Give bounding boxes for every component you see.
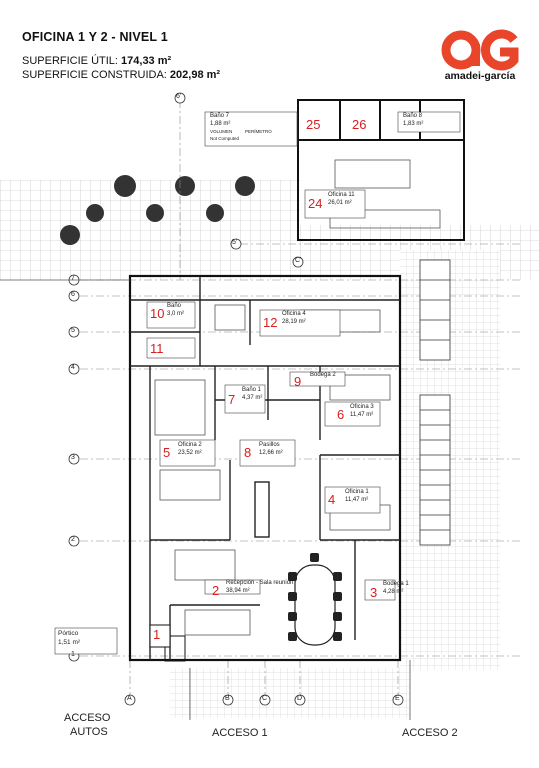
grid-row-label: 6 xyxy=(71,291,75,298)
room-name: Oficina 11 xyxy=(328,192,355,198)
room-area: 1,83 m² xyxy=(403,121,424,127)
room-name: Recepción - Sala reunión xyxy=(226,580,294,586)
garden-tiles xyxy=(0,180,300,230)
room-number: 3 xyxy=(370,585,378,600)
grid-col-label: 6' xyxy=(176,93,182,100)
main-building-walls xyxy=(128,274,402,662)
room-number: 26 xyxy=(352,117,367,132)
room-area: 38,94 m² xyxy=(226,588,250,594)
room-number: 25 xyxy=(306,117,321,132)
room-area: 26,01 m² xyxy=(328,200,352,206)
grid-col-label: B xyxy=(225,695,230,702)
grid-row-label: 5' xyxy=(232,239,238,246)
room-name: Oficina 2 xyxy=(178,442,202,448)
room-name: Bodega 1 xyxy=(383,581,409,587)
acceso-autos-label-2: AUTOS xyxy=(70,726,108,738)
room-name: Oficina 4 xyxy=(282,311,306,317)
room-number: 10 xyxy=(150,306,165,321)
grid-col-label: D xyxy=(297,695,303,702)
grid-col-label: C' xyxy=(295,257,302,264)
room-area: 23,52 m² xyxy=(178,450,202,456)
acceso-2-label: ACCESO 2 xyxy=(402,727,458,739)
garden-trees xyxy=(60,175,255,245)
superficie-util-value: 174,33 m² xyxy=(121,55,172,67)
room-area: 1,51 m² xyxy=(58,639,81,646)
room-area: 4,28 m² xyxy=(383,589,404,595)
room-name: Pasillos xyxy=(259,442,280,448)
room-number: 9 xyxy=(294,374,302,389)
acceso-1-label: ACCESO 1 xyxy=(212,727,268,739)
room-name: Bodega 2 xyxy=(310,372,336,378)
room-name: Baño 7 xyxy=(210,113,230,119)
grid-row-label: 3 xyxy=(71,454,75,461)
room-number: 24 xyxy=(308,196,323,211)
grid-row-label: 7 xyxy=(71,275,75,282)
grid-col-label: C xyxy=(262,695,268,702)
room-tags xyxy=(54,111,461,655)
grid-row-label: 1 xyxy=(71,651,75,658)
grid-row-label: 2 xyxy=(71,536,75,543)
room-number: 11 xyxy=(150,341,164,356)
tag-perimetro: PERÍMETRO xyxy=(245,129,272,134)
room-area: 1,88 m² xyxy=(210,121,231,127)
room-area: 11,47 m² xyxy=(345,497,369,503)
superficie-util-label: SUPERFICIE ÚTIL: xyxy=(22,55,118,67)
room-name: Baño xyxy=(167,303,182,309)
room-number: 7 xyxy=(228,392,236,407)
room-area: 4,37 m² xyxy=(242,395,263,401)
acceso-autos-label-1: ACCESO xyxy=(64,712,111,724)
brand-logo xyxy=(441,29,519,71)
room-number: 1 xyxy=(153,627,161,642)
superficie-construida-value: 202,98 m² xyxy=(169,69,221,81)
room-number: 2 xyxy=(212,583,220,598)
grid-row-label: 4 xyxy=(71,364,75,371)
tag-not-computed: Not Computed xyxy=(210,136,240,141)
room-area: 12,66 m² xyxy=(259,450,283,456)
room-area: 11,47 m² xyxy=(350,412,374,418)
grid-bubbles xyxy=(68,92,404,706)
boundary-lines xyxy=(0,279,411,720)
tag-volumen: VOLUMEN xyxy=(210,129,233,134)
room-name: Baño 8 xyxy=(403,113,423,119)
stair xyxy=(419,259,451,546)
page-title: OFICINA 1 Y 2 - NIVEL 1 xyxy=(22,30,168,44)
entry-tiles xyxy=(170,668,410,718)
superficie-construida: SUPERFICIE CONSTRUIDA: 202,98 m² xyxy=(22,69,220,81)
superficie-construida-label: SUPERFICIE CONSTRUIDA: xyxy=(22,69,167,81)
room-area: 3,0 m² xyxy=(167,311,185,317)
grid-col-label: A xyxy=(127,695,132,702)
room-number: 8 xyxy=(244,445,252,460)
conference-table xyxy=(288,553,342,646)
room-number: 4 xyxy=(328,492,336,507)
room-name: Baño 1 xyxy=(242,387,262,393)
superficie-util: SUPERFICIE ÚTIL: 174,33 m² xyxy=(22,55,171,67)
grid-col-label: E xyxy=(395,695,400,702)
brand-name: amadei-garcía xyxy=(444,70,516,82)
grid-row-label: 5 xyxy=(71,327,75,334)
room-name: Oficina 3 xyxy=(350,404,374,410)
room-name: Pórtico xyxy=(58,630,79,637)
room-number: 5 xyxy=(163,445,171,460)
room-number: 6 xyxy=(337,407,345,422)
room-name: Oficina 1 xyxy=(345,489,369,495)
room-area: 28,19 m² xyxy=(282,319,306,325)
room-number: 12 xyxy=(263,315,278,330)
